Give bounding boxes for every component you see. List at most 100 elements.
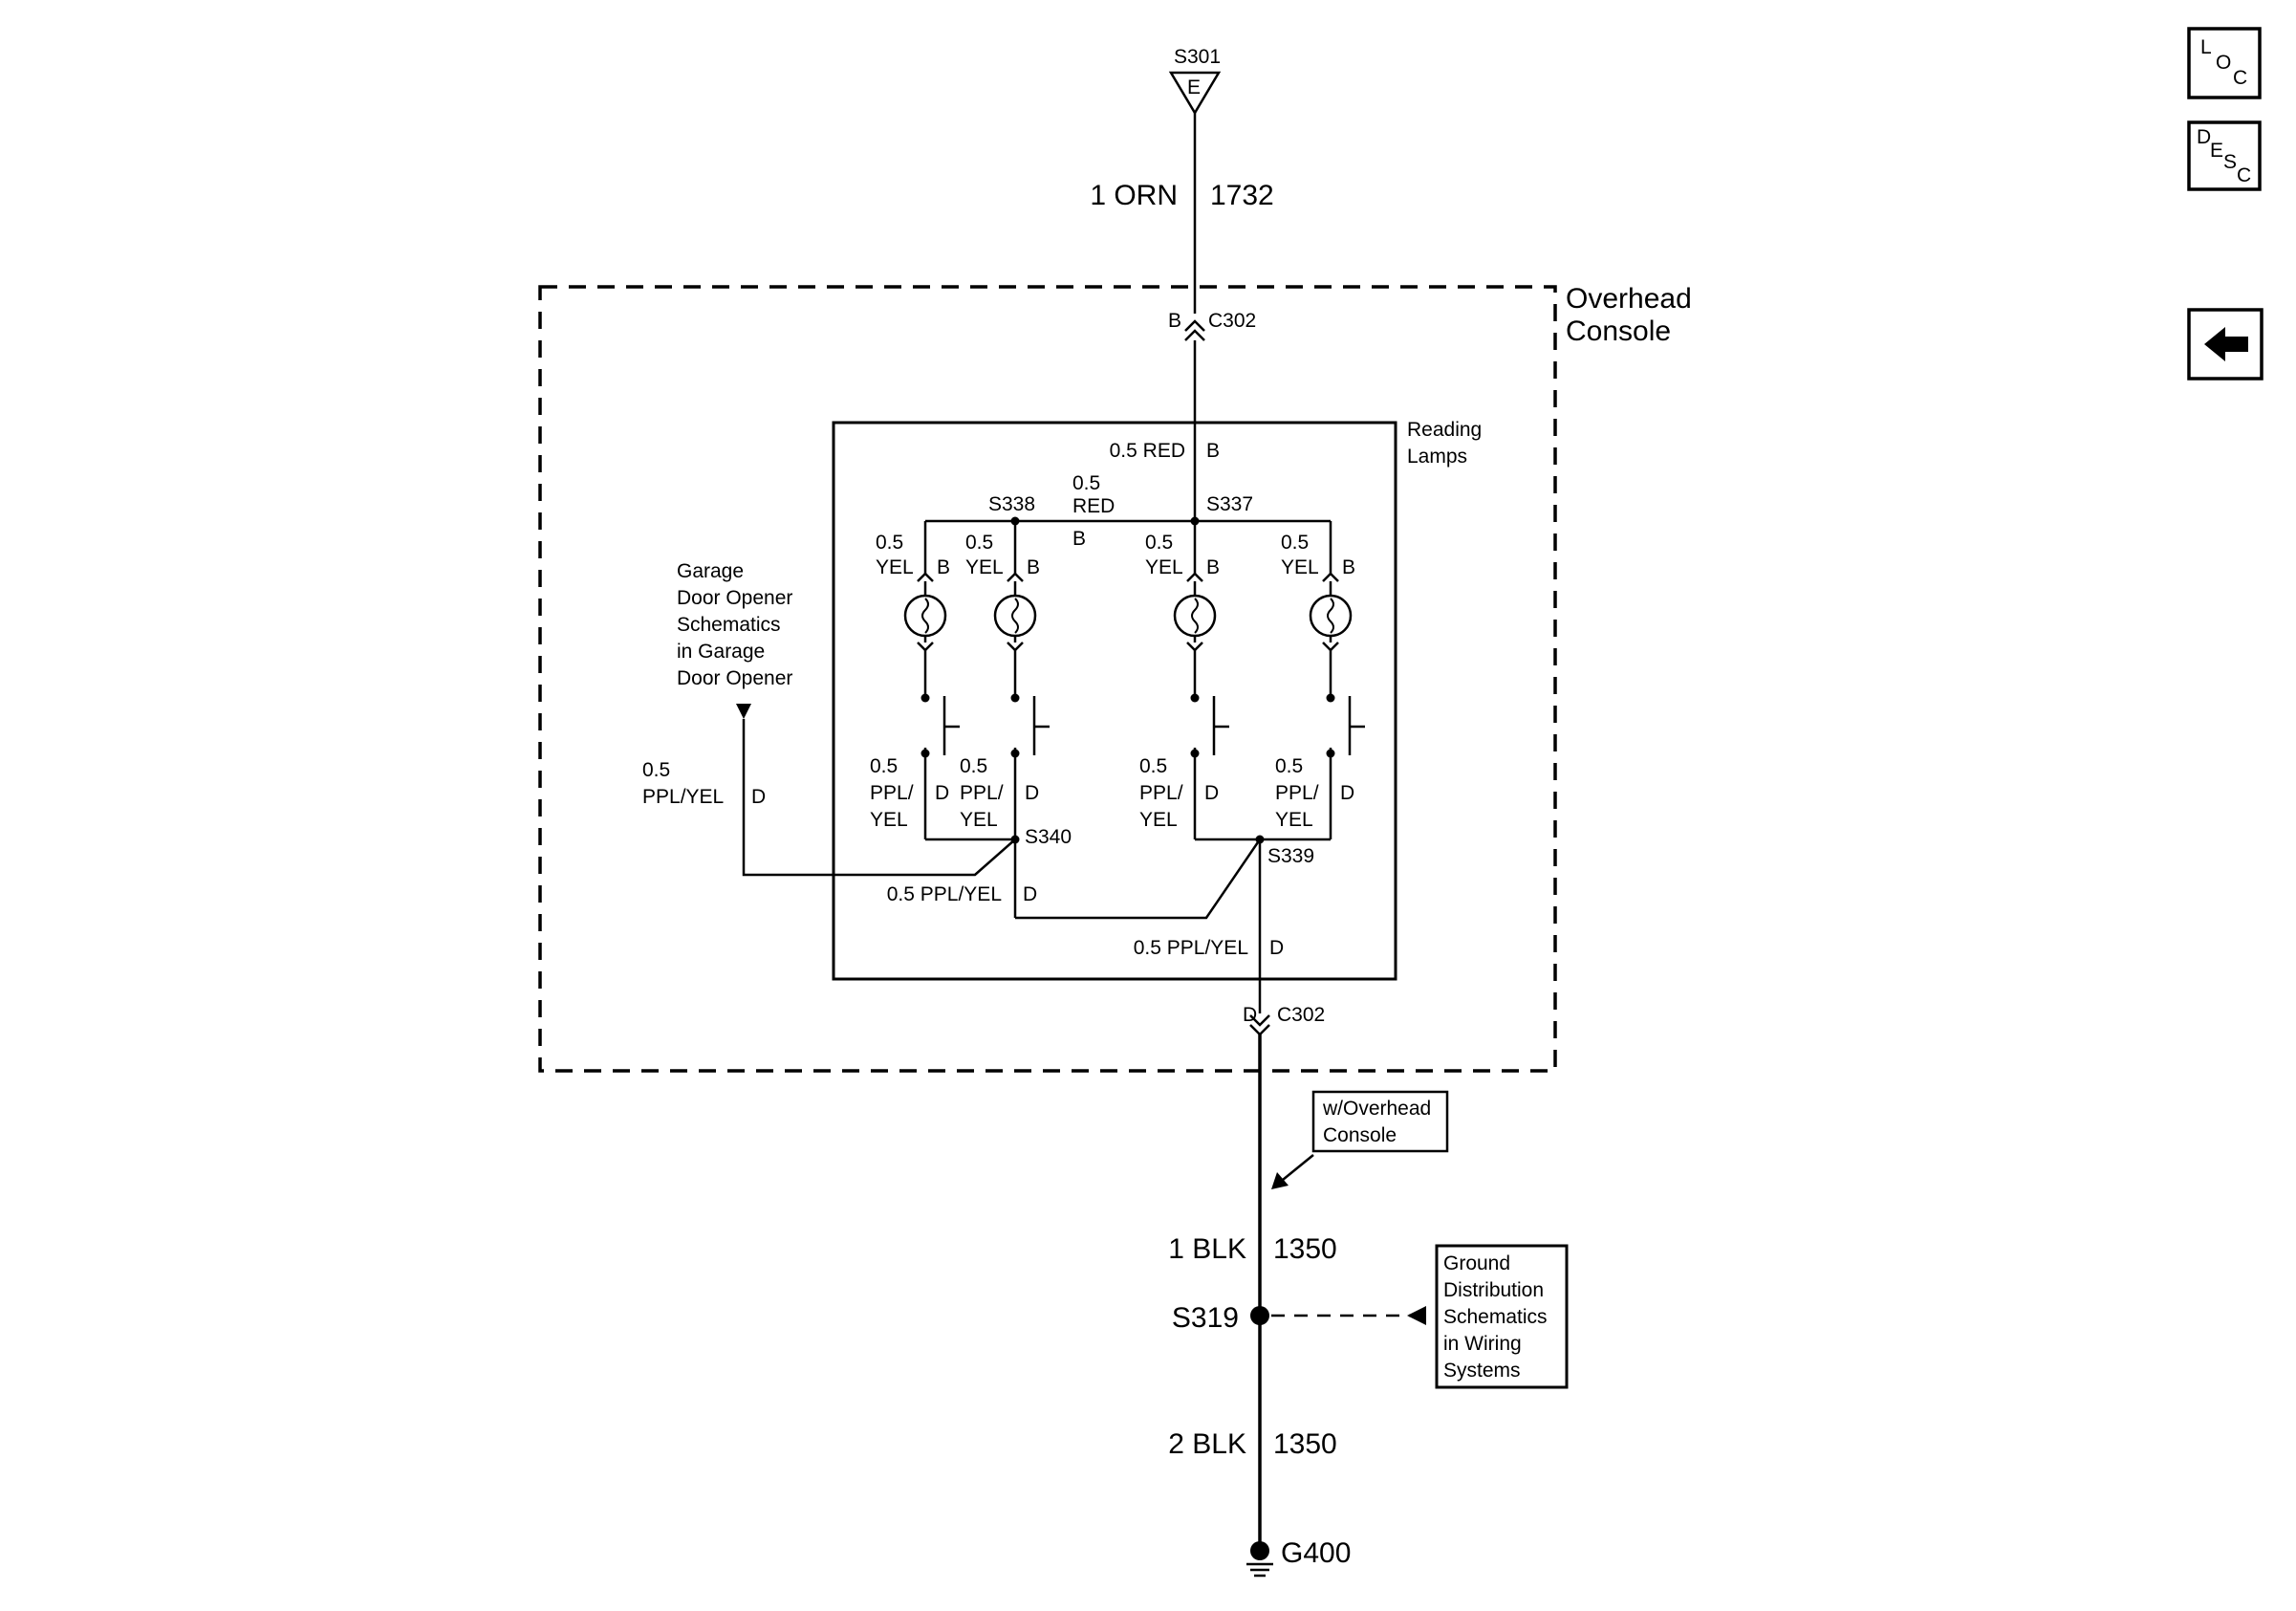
splice-s319-dot	[1250, 1306, 1269, 1325]
lamp-2-wire-color: YEL	[965, 556, 1004, 578]
loc-button[interactable]: L O C	[2187, 27, 2262, 99]
splice-s338-label: S338	[988, 493, 1035, 515]
garage-note-line-1: Garage	[677, 560, 744, 582]
connector-c302-top: B C302	[1168, 310, 1256, 341]
lamp-2-ground-size: 0.5	[960, 755, 987, 777]
splice-s337-label: S337	[1206, 493, 1253, 515]
wire-1350-b-circuit: 1350	[1273, 1428, 1337, 1460]
lamp-4-ground-size: 0.5	[1275, 755, 1303, 777]
link-wire-2-size-color: 0.5 PPL/YEL	[1134, 937, 1248, 959]
splice-s301-triangle	[1168, 71, 1222, 116]
wire-1732-circuit: 1732	[1210, 180, 1274, 211]
ground-g400-icon	[1246, 1541, 1273, 1578]
option-note-pointer	[1282, 1154, 1314, 1181]
lamp-3-ground-size: 0.5	[1139, 755, 1167, 777]
lamp-1-wire-color: YEL	[876, 556, 914, 578]
splice-s301-label: S301	[1174, 46, 1221, 68]
bus-wire-pin: B	[1072, 528, 1086, 550]
feed-wire-pin: B	[1206, 440, 1220, 462]
lamp-3-wire-color: YEL	[1145, 556, 1183, 578]
wire-1732-size-color: 1 ORN	[1090, 180, 1178, 211]
connector-c302-bottom-name: C302	[1277, 1004, 1325, 1026]
ground-note-box	[1435, 1244, 1569, 1389]
lamp-bulb-icon	[1309, 594, 1353, 638]
garage-note-line-2: Door Opener	[677, 587, 792, 609]
lamp-3-ground-pin: D	[1204, 782, 1219, 804]
desc-button[interactable]: D E S C	[2187, 120, 2262, 191]
desc-letter-c: C	[2237, 164, 2251, 186]
lamp-1-connector-top	[917, 572, 934, 582]
connector-c302-bottom: D C302	[1243, 1004, 1325, 1036]
link-wire-1-size-color: 0.5 PPL/YEL	[887, 883, 1002, 905]
loc-letter-c: C	[2233, 67, 2247, 89]
option-note-line-1: w/Overhead	[1322, 1098, 1431, 1120]
lamp-4-wire-color: YEL	[1281, 556, 1319, 578]
splice-s340-label: S340	[1025, 826, 1072, 848]
option-note-line-2: Console	[1323, 1124, 1397, 1146]
lamp-4-ground-color-2: YEL	[1275, 809, 1313, 831]
lamp-2-ground-color-2: YEL	[960, 809, 998, 831]
wire-1350-a-size-color: 1 BLK	[1168, 1233, 1246, 1265]
link-wire-1-pin: D	[1023, 883, 1037, 905]
reading-lamps-label-1: Reading	[1407, 419, 1482, 441]
ground-g400-label: G400	[1281, 1537, 1351, 1569]
garage-note-line-4: in Garage	[677, 641, 765, 663]
s340-to-s339-link	[1015, 838, 1262, 920]
ground-distribution-arrow-icon	[1407, 1306, 1426, 1325]
garage-note-line-3: Schematics	[677, 614, 781, 636]
garage-reference-arrow-icon	[736, 704, 751, 719]
lamp-3-connector-top	[1186, 572, 1203, 582]
option-note-arrow-icon	[1271, 1172, 1289, 1189]
reading-lamps-box	[832, 421, 1397, 981]
back-button[interactable]	[2187, 308, 2264, 381]
lamp-4-wire-pin: B	[1342, 556, 1355, 578]
ground-note-line-5: Systems	[1443, 1360, 1521, 1382]
lamp-1-ground-color-1: PPL/	[870, 782, 914, 804]
ground-note-line-3: Schematics	[1443, 1306, 1548, 1328]
loc-letter-o: O	[2216, 52, 2231, 74]
desc-letter-s: S	[2223, 151, 2237, 173]
reading-lamps-label-2: Lamps	[1407, 446, 1467, 468]
lamp-3-wire-size: 0.5	[1145, 532, 1173, 554]
link-wire-2-pin: D	[1269, 937, 1284, 959]
connector-c302-top-pin: B	[1168, 310, 1181, 332]
feed-wire-size-color: 0.5 RED	[1110, 440, 1185, 462]
lamp-1-ground-color-2: YEL	[870, 809, 908, 831]
overhead-console-boundary	[538, 285, 1557, 1073]
lamp-2-wire-pin: B	[1027, 556, 1040, 578]
lamp-4-connector-bottom	[1322, 642, 1339, 652]
lamp-4-ground-color-1: PPL/	[1275, 782, 1319, 804]
lamp-1-wire-size: 0.5	[876, 532, 903, 554]
splice-s301-pin: E	[1187, 76, 1201, 98]
splice-s339-label: S339	[1267, 845, 1314, 867]
bus-wire-color: RED	[1072, 495, 1115, 517]
lamp-3-ground-color-1: PPL/	[1139, 782, 1183, 804]
garage-wire-pin: D	[751, 786, 766, 808]
overhead-console-label-2: Console	[1566, 316, 1671, 347]
ground-note-line-1: Ground	[1443, 1252, 1510, 1274]
garage-door-opener-reference: Garage Door Opener Schematics in Garage …	[677, 560, 792, 719]
lamp-1-wire-pin: B	[937, 556, 950, 578]
splice-s319-label: S319	[1172, 1302, 1239, 1334]
garage-wire	[742, 719, 1016, 877]
left-arrow-icon	[2204, 327, 2248, 361]
lamp-bulb-icon	[993, 594, 1037, 638]
lamp-2-connector-top	[1007, 572, 1024, 582]
ground-note-line-4: in Wiring	[1443, 1333, 1522, 1355]
loc-letter-l: L	[2200, 36, 2212, 58]
lamp-3-connector-bottom	[1186, 642, 1203, 652]
lamp-bulb-icon	[1173, 594, 1217, 638]
desc-letter-d: D	[2197, 126, 2211, 148]
lamp-2-ground-pin: D	[1025, 782, 1039, 804]
wire-1350-b-size-color: 2 BLK	[1168, 1428, 1246, 1460]
lamp-bulb-icon	[903, 594, 947, 638]
option-note-box	[1311, 1090, 1449, 1153]
lamp-1-connector-bottom	[917, 642, 934, 652]
lamp-1-ground-pin: D	[935, 782, 949, 804]
